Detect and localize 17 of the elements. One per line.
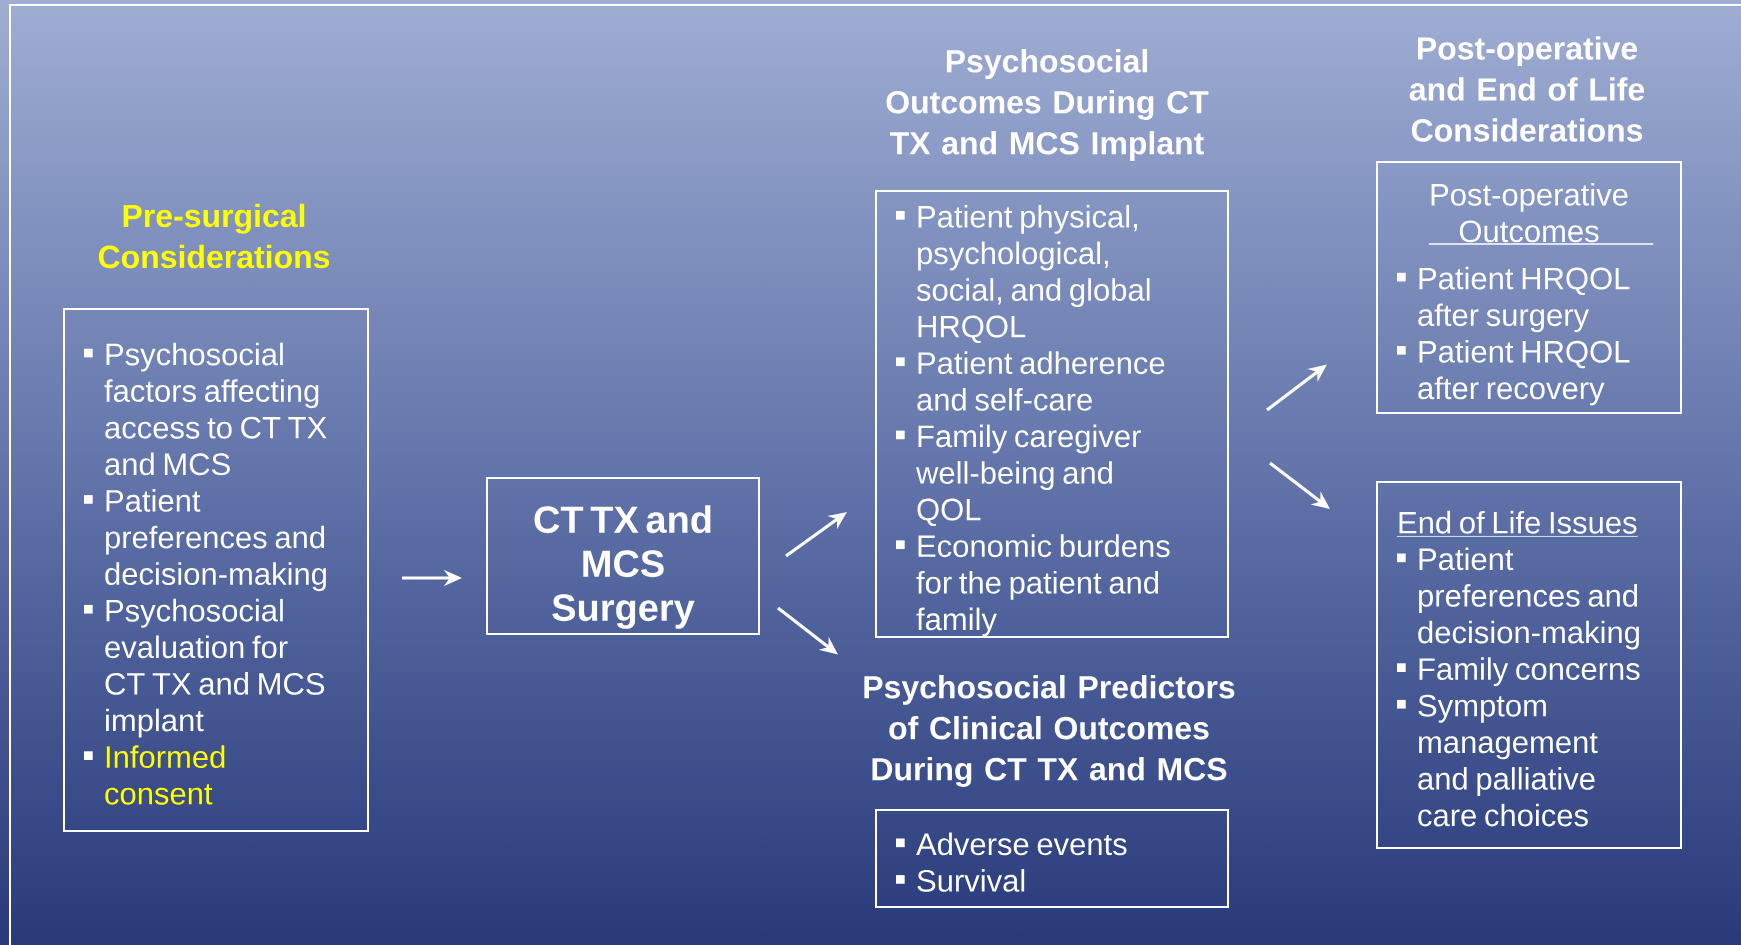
node-label: Patient preferences and decision-making (105, 489, 326, 592)
text-box: Post-operative Outcomes Patient HRQOL after surgery Patient HRQOL after recovery (1376, 161, 1682, 414)
text-box: Psychosocial factors affecting access to CT TX and MCS Patient preferences and decision-making Psychosocial evaluation for CT TX and MCS implant Informed consent (63, 308, 369, 832)
heading: Pre-surgical Considerations (98, 203, 330, 269)
text-box: Patient physical, psychological, social, and global HRQOL Patient adherence and self-care Family caregiver well-being and QOL Economic burdens for the patient and family (875, 190, 1229, 638)
node-label: Informed consent (105, 745, 225, 805)
node-label: Family caregiver well-being and QOL (915, 424, 1141, 527)
node-label: Psychosocial evaluation for CT TX and MCS implant (105, 598, 325, 738)
node-label: Patient physical, psychological, social, and global HRQOL (916, 204, 1150, 344)
text-box: End of Life Issues Patient preferences and decision-making Family concerns Symptom management and palliative care choices (1376, 481, 1682, 849)
heading: Psychosocial Outcomes During CT TX and MCS Implant (886, 49, 1209, 161)
node-label: Psychosocial factors affecting access to CT TX and MCS (104, 342, 327, 476)
node-label: Economic burdens for the patient and family (916, 534, 1170, 637)
text-box: CT TX and MCS Surgery (486, 477, 760, 635)
heading: Psychosocial Predictors of Clinical Outcomes During CT TX and MCS (864, 675, 1235, 787)
node-label: Patient adherence and self-care (917, 351, 1165, 411)
text-box: Adverse events Survival (875, 809, 1229, 908)
